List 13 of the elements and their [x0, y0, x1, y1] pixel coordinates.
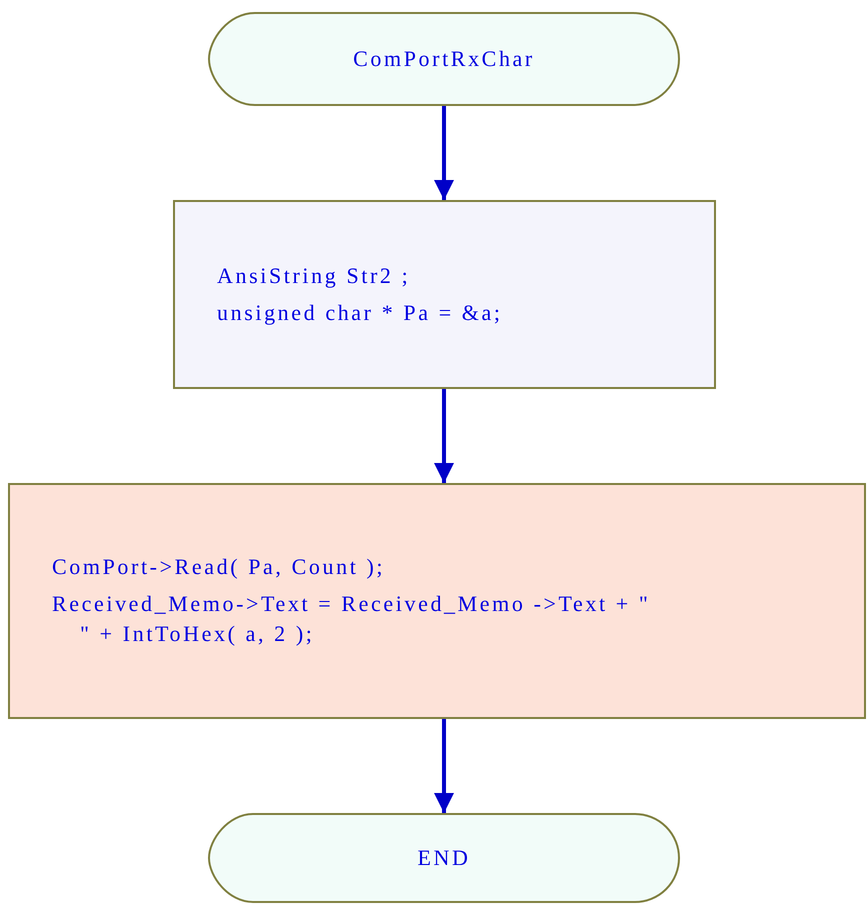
process-box [173, 200, 716, 389]
process-box [8, 483, 866, 719]
terminal-shape [208, 813, 680, 903]
arrow [434, 719, 454, 813]
arrow [434, 389, 454, 483]
code-text: END [417, 844, 470, 872]
code-text: AnsiString Str2 ; [217, 262, 410, 290]
code-text: Received_Memo->Text = Received_Memo ->Text + " " + IntToHex( a, 2 ); [52, 590, 652, 648]
arrow [434, 106, 454, 200]
code-text: unsigned char * Pa = &a; [217, 298, 503, 327]
terminal-shape [208, 12, 680, 106]
code-text: ComPortRxChar [353, 44, 535, 73]
code-text: ComPort->Read( Pa, Count ); [52, 552, 386, 581]
